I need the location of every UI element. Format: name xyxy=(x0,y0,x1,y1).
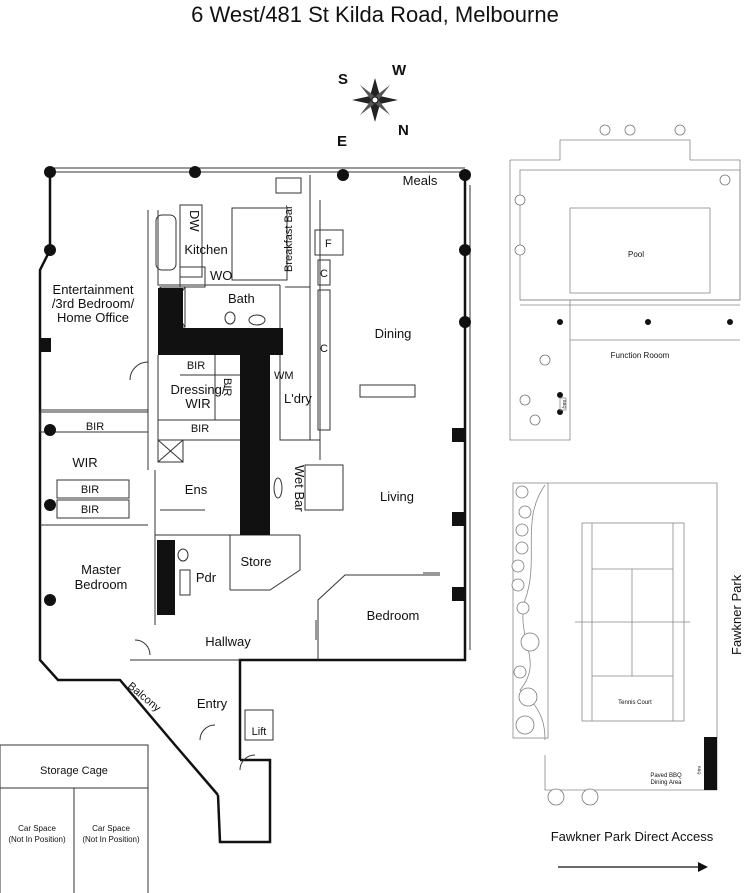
label-fawkner-park: Fawkner Park xyxy=(729,574,744,655)
label-car-space: Car Space xyxy=(18,824,56,833)
label-breakfast-bar: Breakfast Bar xyxy=(283,205,295,272)
label-bbq: BBQ xyxy=(562,400,567,408)
label-dining: Dining xyxy=(375,326,412,341)
label-bir: BIR xyxy=(191,423,209,435)
label-kitchen: Kitchen xyxy=(184,242,227,257)
label-bedroom: Bedroom xyxy=(367,608,420,623)
label-master-bedroom: Master xyxy=(81,562,121,577)
label-master-bedroom: Bedroom xyxy=(75,577,128,592)
label-bir: BIR xyxy=(81,504,99,516)
page-title: 6 West/481 St Kilda Road, Melbourne xyxy=(191,2,559,27)
label-dressing: WIR xyxy=(185,396,210,411)
label-ensuite: Ens xyxy=(185,482,208,497)
label-direct-access: Fawkner Park Direct Access xyxy=(551,829,714,844)
label-living: Living xyxy=(380,489,414,504)
label-wir: WIR xyxy=(72,455,97,470)
label-wet-bar: Wet Bar xyxy=(292,465,307,512)
parking-area xyxy=(0,744,149,893)
label-fridge: F xyxy=(325,238,332,250)
label-powder: Pdr xyxy=(196,570,217,585)
tennis-area xyxy=(511,482,718,806)
label-cupboard: C xyxy=(320,268,328,280)
label-bir: BIR xyxy=(187,360,205,372)
label-meals: Meals xyxy=(403,173,438,188)
label-function-room: Function Rooom xyxy=(611,351,670,360)
label-bir: BIR xyxy=(86,421,104,433)
compass-n: N xyxy=(398,122,409,139)
label-wm: WM xyxy=(274,370,294,382)
label-entertainment: /3rd Bedroom/ xyxy=(52,296,135,311)
label-hallway: Hallway xyxy=(205,634,251,649)
compass-s: S xyxy=(338,71,348,88)
label-pool: Pool xyxy=(628,250,644,259)
label-cupboard: C xyxy=(320,343,328,355)
label-bir: BIR xyxy=(81,484,99,496)
label-bbq: BBQ xyxy=(697,766,702,774)
label-bath: Bath xyxy=(228,291,255,306)
label-dw: DW xyxy=(187,210,202,232)
direct-access-arrow-icon xyxy=(558,862,708,872)
label-entertainment: Home Office xyxy=(57,310,129,325)
label-store: Store xyxy=(240,554,271,569)
compass-w: W xyxy=(392,62,407,79)
label-car-space: Car Space xyxy=(92,824,130,833)
label-car-space: (Not In Position) xyxy=(82,835,140,844)
compass-e: E xyxy=(337,133,347,150)
label-bir: BIR xyxy=(221,378,233,396)
label-dressing: Dressing/ xyxy=(171,382,226,397)
label-entertainment: Entertainment xyxy=(53,282,134,297)
label-paved-bbq: Dining Area xyxy=(650,780,682,786)
label-laundry: L'dry xyxy=(284,391,312,406)
label-entry: Entry xyxy=(197,696,228,711)
compass-rose-icon xyxy=(352,78,398,122)
solid-walls xyxy=(41,288,464,615)
label-lift: Lift xyxy=(252,726,267,738)
label-wo: WO xyxy=(210,268,232,283)
label-tennis-court: Tennis Court xyxy=(618,700,652,706)
label-storage-cage: Storage Cage xyxy=(40,765,108,777)
columns xyxy=(44,166,471,606)
label-car-space: (Not In Position) xyxy=(8,835,66,844)
label-paved-bbq: Paved BBQ xyxy=(650,773,682,779)
pool-area xyxy=(509,124,741,441)
